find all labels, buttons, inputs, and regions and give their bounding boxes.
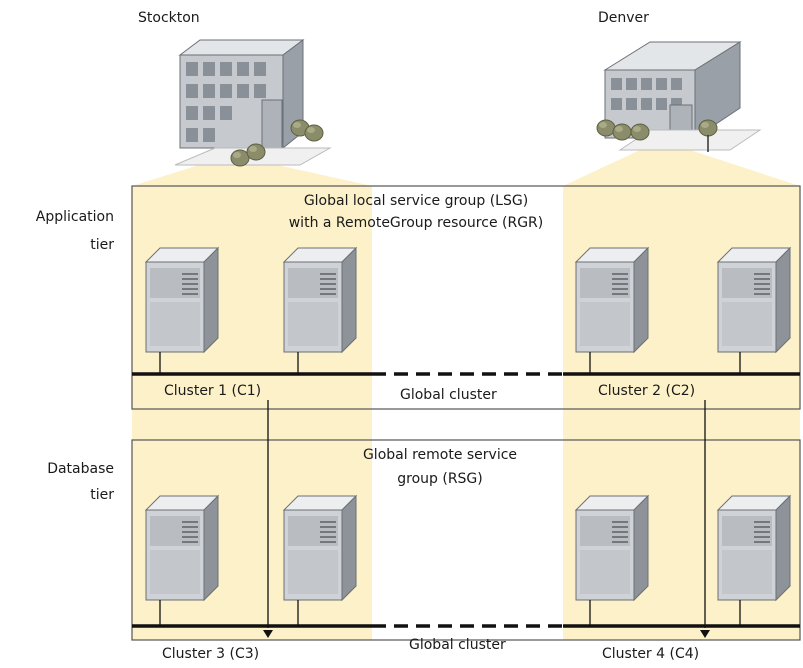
cluster-label-c1: Cluster 1 (C1) xyxy=(164,383,262,399)
lsg-label: Global local service group (LSG) with a … xyxy=(266,192,566,232)
cluster-label-c3: Cluster 3 (C3) xyxy=(162,646,260,662)
site-label-stockton: Stockton xyxy=(138,10,200,26)
server-icon xyxy=(717,495,791,601)
tier-label-application: Application tier xyxy=(0,208,114,254)
lsg-label-line2: with a RemoteGroup resource (RGR) xyxy=(288,215,544,231)
server-icon xyxy=(145,247,219,353)
server-icon xyxy=(575,495,649,601)
global-cluster-label-app: Global cluster xyxy=(400,387,497,403)
server-icon xyxy=(717,247,791,353)
cluster-label-c2: Cluster 2 (C2) xyxy=(598,383,696,399)
rsg-label: Global remote service group (RSG) xyxy=(340,446,540,488)
database-tier-box xyxy=(131,439,801,641)
server-icon xyxy=(145,495,219,601)
tier-label-database-line1: Database xyxy=(47,461,114,477)
server-icon xyxy=(575,247,649,353)
building-icon xyxy=(596,41,762,152)
building-icon xyxy=(174,39,332,167)
tier-label-application-line1: Application xyxy=(35,209,114,225)
tier-label-database: Database tier xyxy=(0,460,114,504)
cluster-label-c4: Cluster 4 (C4) xyxy=(602,646,700,662)
tier-label-database-line2: tier xyxy=(90,487,114,503)
arrow-c2-to-c4 xyxy=(700,400,710,638)
lsg-label-line1: Global local service group (LSG) xyxy=(303,193,529,209)
global-cluster-label-db: Global cluster xyxy=(409,637,506,653)
arrow-c1-to-c3 xyxy=(263,400,273,638)
site-label-denver: Denver xyxy=(598,10,649,26)
server-icon xyxy=(283,495,357,601)
rsg-label-line1: Global remote service xyxy=(362,447,518,463)
tier-label-application-line2: tier xyxy=(90,237,114,253)
server-icon xyxy=(283,247,357,353)
rsg-label-line2: group (RSG) xyxy=(397,471,483,487)
application-tier-box xyxy=(131,185,801,410)
